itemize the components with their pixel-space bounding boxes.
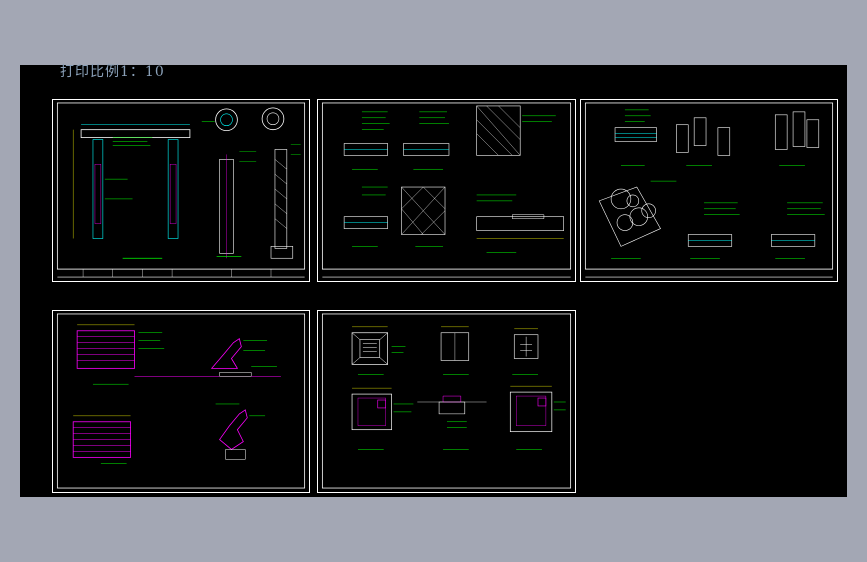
- print-scale-label: 打印比例1：10: [60, 64, 165, 80]
- sheet-2-drawing: [321, 102, 572, 278]
- sheet-3-stepping-stones[interactable]: [580, 99, 838, 282]
- sheet-3-drawing: [584, 102, 834, 278]
- sheet-2-paving[interactable]: [317, 99, 576, 282]
- sheet-1-drawing: [56, 102, 306, 278]
- sheet-1-pergola[interactable]: [52, 99, 310, 282]
- sheet-4-drawing: [56, 313, 306, 489]
- sheet-5-pits[interactable]: [317, 310, 576, 493]
- sheet-5-drawing: [321, 313, 572, 489]
- sheet-4-bench[interactable]: [52, 310, 310, 493]
